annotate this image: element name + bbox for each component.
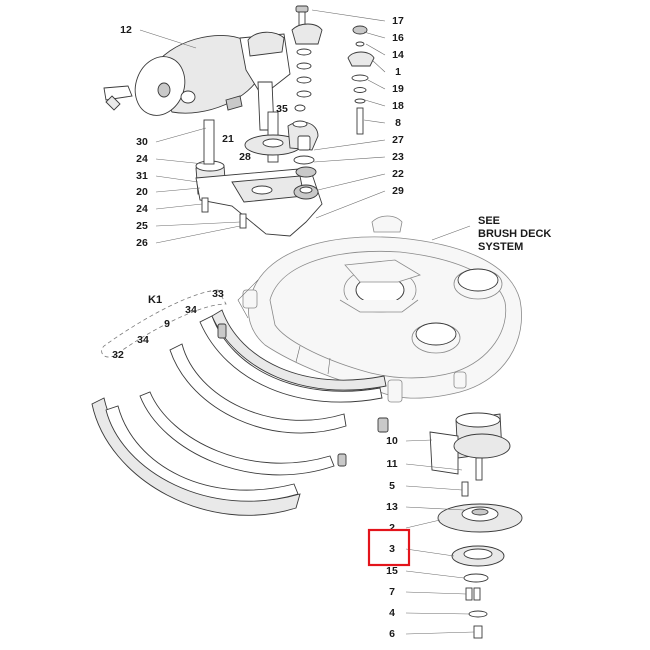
note-line-2: BRUSH DECK — [478, 228, 551, 240]
callout-c7: 7 — [389, 586, 395, 598]
callout-c27: 27 — [392, 134, 404, 146]
callout-c5: 5 — [389, 480, 395, 492]
callout-c1: 1 — [395, 66, 401, 78]
callout-c11: 11 — [386, 458, 397, 470]
cross-reference-note: SEE BRUSH DECK SYSTEM — [478, 215, 551, 253]
callout-c29: 29 — [392, 185, 404, 197]
kit-label: K1 — [148, 294, 162, 306]
callout-c9: 9 — [164, 318, 170, 330]
drive-bracket-assembly — [195, 119, 323, 237]
callout-c16: 16 — [392, 32, 404, 44]
highlight-box — [367, 528, 411, 567]
callout-c20: 20 — [136, 186, 148, 198]
pulley-bearing-stack — [429, 412, 523, 639]
note-line-1: SEE — [478, 215, 500, 227]
callout-c8: 8 — [395, 117, 401, 129]
callout-c19: 19 — [392, 83, 404, 95]
callout-c14: 14 — [392, 49, 404, 61]
callout-c4: 4 — [389, 607, 395, 619]
callout-labels: 1716141191882723222912352128302431202425… — [112, 15, 404, 640]
callout-c25: 25 — [136, 220, 148, 232]
callout-c32: 32 — [112, 349, 124, 361]
callout-c33: 33 — [212, 288, 224, 300]
callout-c23: 23 — [392, 151, 404, 163]
callout-c26: 26 — [136, 237, 148, 249]
belt-guard-assembly — [91, 289, 389, 516]
callout-c15: 15 — [386, 565, 398, 577]
callout-c18: 18 — [392, 100, 404, 112]
callout-c3: 3 — [389, 543, 395, 555]
callout-c28: 28 — [239, 151, 251, 163]
callout-c34a: 34 — [185, 304, 197, 316]
brush-motor — [103, 31, 291, 131]
callout-c2: 2 — [389, 522, 395, 534]
callout-c24b: 24 — [136, 203, 148, 215]
callout-c30: 30 — [136, 136, 148, 148]
callout-c13: 13 — [386, 501, 398, 513]
callout-c6: 6 — [389, 628, 395, 640]
brush-deck-assembly — [237, 215, 522, 403]
callout-c21: 21 — [222, 133, 234, 145]
callout-c22: 22 — [392, 168, 404, 180]
callout-c34b: 34 — [137, 334, 149, 346]
callout-c17: 17 — [392, 15, 404, 27]
upper-hardware-stack — [244, 5, 375, 165]
note-line-3: SYSTEM — [478, 241, 523, 253]
callout-c24a: 24 — [136, 153, 148, 165]
callout-c35: 35 — [276, 103, 288, 115]
callout-c12: 12 — [120, 24, 132, 36]
callout-c31: 31 — [136, 170, 148, 182]
leader-lines — [139, 9, 475, 635]
callout-c10: 10 — [386, 435, 398, 447]
